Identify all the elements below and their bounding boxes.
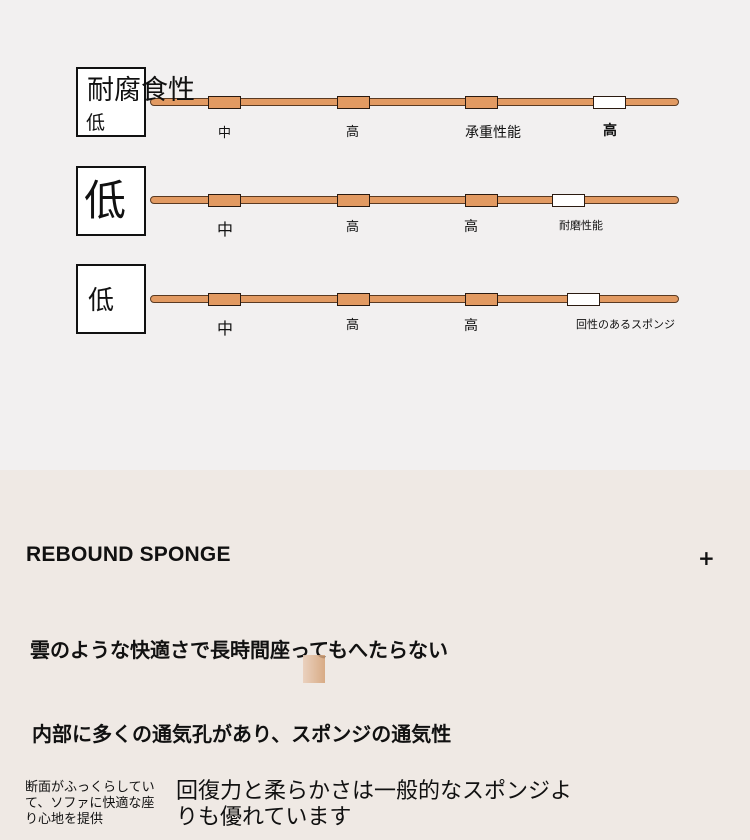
rating-label: 中 (218, 126, 232, 141)
rating-label: 高 (464, 318, 478, 334)
rating-label: 高 (346, 220, 360, 235)
row-title: 耐腐食性 (87, 75, 195, 106)
rating-marker (465, 96, 498, 109)
rating-bar (150, 295, 679, 303)
section-title: REBOUND SPONGE (26, 543, 231, 566)
rating-bar (150, 98, 679, 106)
rating-marker-active (552, 194, 585, 207)
rating-low-box: 低 (76, 166, 146, 236)
comparison-panel: 低 耐腐食性 中 高 承重性能 高 低 中 高 高 耐磨性能 低 中 高 高 回… (0, 0, 750, 470)
box-label: 低 (86, 112, 106, 134)
rating-marker (208, 194, 241, 207)
sponge-swatch-image (303, 655, 325, 683)
rating-label: 高 (464, 219, 478, 235)
box-label: 低 (84, 176, 127, 225)
rating-marker (465, 194, 498, 207)
rebound-sponge-section (0, 470, 750, 840)
rating-marker (465, 293, 498, 306)
rating-marker (208, 293, 241, 306)
rating-label: 耐磨性能 (559, 219, 603, 232)
rating-label: 回性のあるスポンジ (576, 318, 675, 331)
rating-label: 承重性能 (465, 125, 521, 141)
rating-label: 中 (217, 319, 234, 338)
feature-text-ventilation: 内部に多くの通気孔があり、スポンジの通気性 (32, 722, 452, 746)
rating-label: 高 (346, 318, 360, 333)
rating-marker (208, 96, 241, 109)
rating-bar (150, 196, 679, 204)
rating-label: 高 (603, 123, 617, 139)
expand-plus-icon[interactable]: + (698, 546, 715, 570)
rating-low-box: 低 (76, 264, 146, 334)
feature-text-resilience: 回復力と柔らかさは一般的なスポンジよりも優れています (176, 779, 573, 830)
feature-text-cross-section: 断面がふっくらしていて、ソファに快適な座り心地を提供 (25, 780, 155, 827)
feature-text-comfort: 雲のような快適さで長時間座ってもへたらない (30, 638, 448, 662)
rating-marker (337, 96, 370, 109)
rating-label: 中 (217, 220, 234, 239)
rating-marker (337, 194, 370, 207)
rating-marker-active (567, 293, 600, 306)
box-label: 低 (88, 286, 115, 316)
rating-marker-active (593, 96, 626, 109)
rating-label: 高 (346, 125, 360, 140)
rating-marker (337, 293, 370, 306)
rating-low-box: 低 (76, 67, 146, 137)
